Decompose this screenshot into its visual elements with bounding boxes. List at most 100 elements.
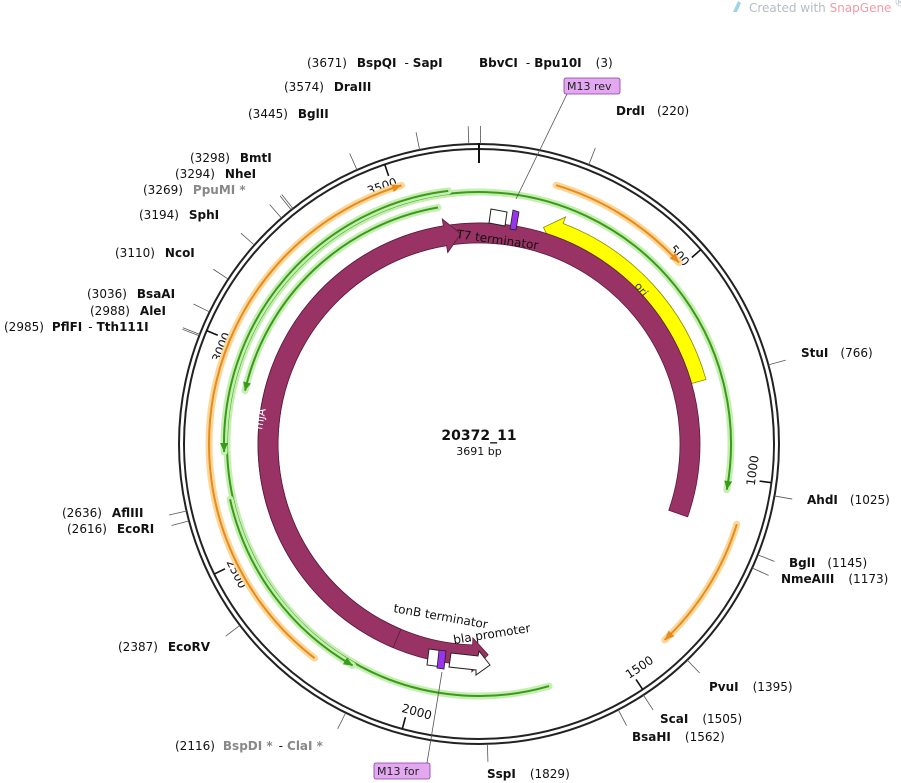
site-leader [349, 153, 358, 171]
site-label-sphi[interactable]: (3194)SphI [139, 208, 219, 222]
site-label-alei[interactable]: (2988)AleI [90, 304, 166, 318]
site-pos: (2988) [90, 304, 130, 318]
m13-rev-box [563, 77, 621, 95]
svg-text:(3110)NcoI: (3110)NcoI [115, 246, 195, 260]
bla-promoter-arrow[interactable] [448, 649, 491, 676]
site-leader [752, 567, 769, 576]
t7-terminator-box [488, 208, 508, 227]
site-pos: (3445) [248, 107, 288, 121]
site-leader-lines [168, 126, 793, 762]
orf-orange-right-bottom[interactable] [664, 523, 738, 641]
site-label-bspqi-sapi[interactable]: (3671)BspQI-SapI [307, 56, 443, 70]
site-label-afliii[interactable]: (2636)AflIII [62, 506, 143, 520]
site-label-ppumi[interactable]: (3269) PpuMI * [143, 183, 246, 197]
plasmid-name: 20372_11 [441, 428, 516, 444]
site-leader [487, 743, 489, 762]
site-label-ncoi[interactable]: (3110)NcoI [115, 246, 195, 260]
svg-text:(2985)PflFI-Tth111I: (2985)PflFI-Tth111I [4, 320, 149, 334]
site-label-stui[interactable]: StuI(766) [801, 346, 873, 360]
tick-mark [759, 480, 772, 484]
orf-orange-left[interactable] [208, 184, 402, 659]
mja-feature[interactable] [257, 218, 462, 649]
m13-rev-primer[interactable]: M13 rev [515, 77, 621, 200]
site-label-bmti[interactable]: (3298)BmtI [190, 151, 272, 165]
site-pos: (3294) [175, 167, 215, 181]
orf-orange-right-bottom-arrowhead [664, 630, 675, 641]
m13-rev-leader [515, 93, 568, 200]
svg-text:(3671)BspQI-SapI: (3671)BspQI-SapI [307, 56, 443, 70]
orf-orange-right-top[interactable] [555, 184, 680, 264]
site-label-ahdi[interactable]: AhdI(1025) [807, 493, 890, 507]
site-leader [193, 303, 210, 313]
site-enzyme: NheI [225, 167, 256, 181]
site-pos: (2985) [4, 320, 44, 334]
site-label-drdi[interactable]: DrdI(220) [616, 104, 689, 118]
site-label-pflfi-tth111i[interactable]: (2985)PflFI-Tth111I [4, 320, 149, 334]
site-label-nmeaiii[interactable]: NmeAIII(1173) [781, 572, 888, 586]
feature-arcs [205, 181, 741, 700]
t7-terminator-feature[interactable] [488, 208, 520, 231]
orf-green-left-outer[interactable] [223, 189, 449, 452]
svg-text:BbvCI-Bpu10I(3): BbvCI-Bpu10I(3) [479, 56, 613, 70]
orf-green-left-bottom[interactable] [229, 499, 354, 667]
tick-mark [206, 329, 219, 336]
site-leader [757, 554, 775, 562]
site-leader [240, 232, 255, 246]
site-leader [213, 268, 229, 280]
site-label-bglii[interactable]: (3445) BglII [248, 107, 329, 121]
snapgene-logo-icon [733, 1, 741, 12]
orf-green-left-inner-arrowhead [243, 381, 251, 391]
svg-text:(2387)EcoRV: (2387)EcoRV [118, 640, 211, 654]
site-pos: (1505) [702, 712, 742, 726]
site-pos: (3574) [284, 80, 324, 94]
svg-text:(3445)BglII: (3445) BglII [248, 107, 329, 121]
svg-text:PvuI(1395): PvuI (1395) [709, 680, 793, 694]
site-label-bsaai[interactable]: (3036)BsaAI [87, 287, 175, 301]
site-label-scai[interactable]: ScaI(1505) [660, 712, 742, 726]
site-label-ecorv[interactable]: (2387)EcoRV [118, 640, 211, 654]
site-label-bgli[interactable]: BglI(1145) [789, 556, 867, 570]
site-label-pvui[interactable]: PvuI (1395) [709, 680, 793, 694]
svg-text:AhdI(1025): AhdI(1025) [807, 493, 890, 507]
svg-text:(2636)AflIII: (2636)AflIII [62, 506, 143, 520]
m13-for-primer[interactable]: M13 for [373, 671, 443, 780]
orf-green-left-inner[interactable] [244, 206, 439, 391]
svg-text:BsaHI(1562): BsaHI(1562) [632, 730, 725, 744]
site-separator: - [526, 56, 530, 70]
m13-for-text: M13 for [377, 765, 420, 778]
orf-green-right-arrowhead [724, 480, 733, 490]
site-enzyme: PpuMI * [193, 183, 247, 197]
svg-text:(3036)BsaAI: (3036)BsaAI [87, 287, 175, 301]
site-label-bspdi-clai[interactable]: (2116)BspDI *-ClaI * [175, 739, 324, 753]
site-enzyme: SphI [189, 208, 219, 222]
site-label-draiii[interactable]: (3574)DraIII [284, 80, 371, 94]
site-label-bbvci-bpu10i[interactable]: BbvCI-Bpu10I(3) [479, 56, 613, 70]
svg-text:(3298)BmtI: (3298)BmtI [190, 151, 272, 165]
svg-text:ScaI(1505): ScaI(1505) [660, 712, 742, 726]
site-enzyme: PflFI [52, 320, 82, 334]
site-label-ecori[interactable]: (2616)EcoRI [67, 522, 154, 536]
site-enzyme: BmtI [240, 151, 272, 165]
site-enzyme: BglII [298, 107, 329, 121]
site-leader [279, 195, 292, 211]
svg-text:(3294)NheI: (3294) NheI [175, 167, 256, 181]
site-label-bsahi[interactable]: BsaHI(1562) [632, 730, 725, 744]
site-pos: (1395) [753, 680, 793, 694]
site-enzyme: BsaAI [137, 287, 175, 301]
orf-orange-right-top-arrowhead [669, 252, 679, 263]
site-label-nhei[interactable]: (3294) NheI [175, 167, 256, 181]
site-pos: (1173) [848, 572, 888, 586]
site-leader [225, 624, 241, 637]
site-enzyme: SapI [413, 56, 443, 70]
site-leader [182, 328, 200, 337]
orf-orange-right-bottom-glow [661, 520, 741, 644]
m13-rev-text: M13 rev [567, 80, 612, 93]
svg-text:NmeAIII(1173): NmeAIII(1173) [781, 572, 888, 586]
site-pos: (2387) [118, 640, 158, 654]
site-enzyme: NcoI [165, 246, 195, 260]
site-label-sspi[interactable]: SspI(1829) [487, 767, 570, 781]
tonb-terminator-feature[interactable] [426, 648, 447, 670]
site-enzyme: PvuI [709, 680, 739, 694]
site-enzyme: AflIII [112, 506, 144, 520]
site-pos: (3269) [143, 183, 183, 197]
